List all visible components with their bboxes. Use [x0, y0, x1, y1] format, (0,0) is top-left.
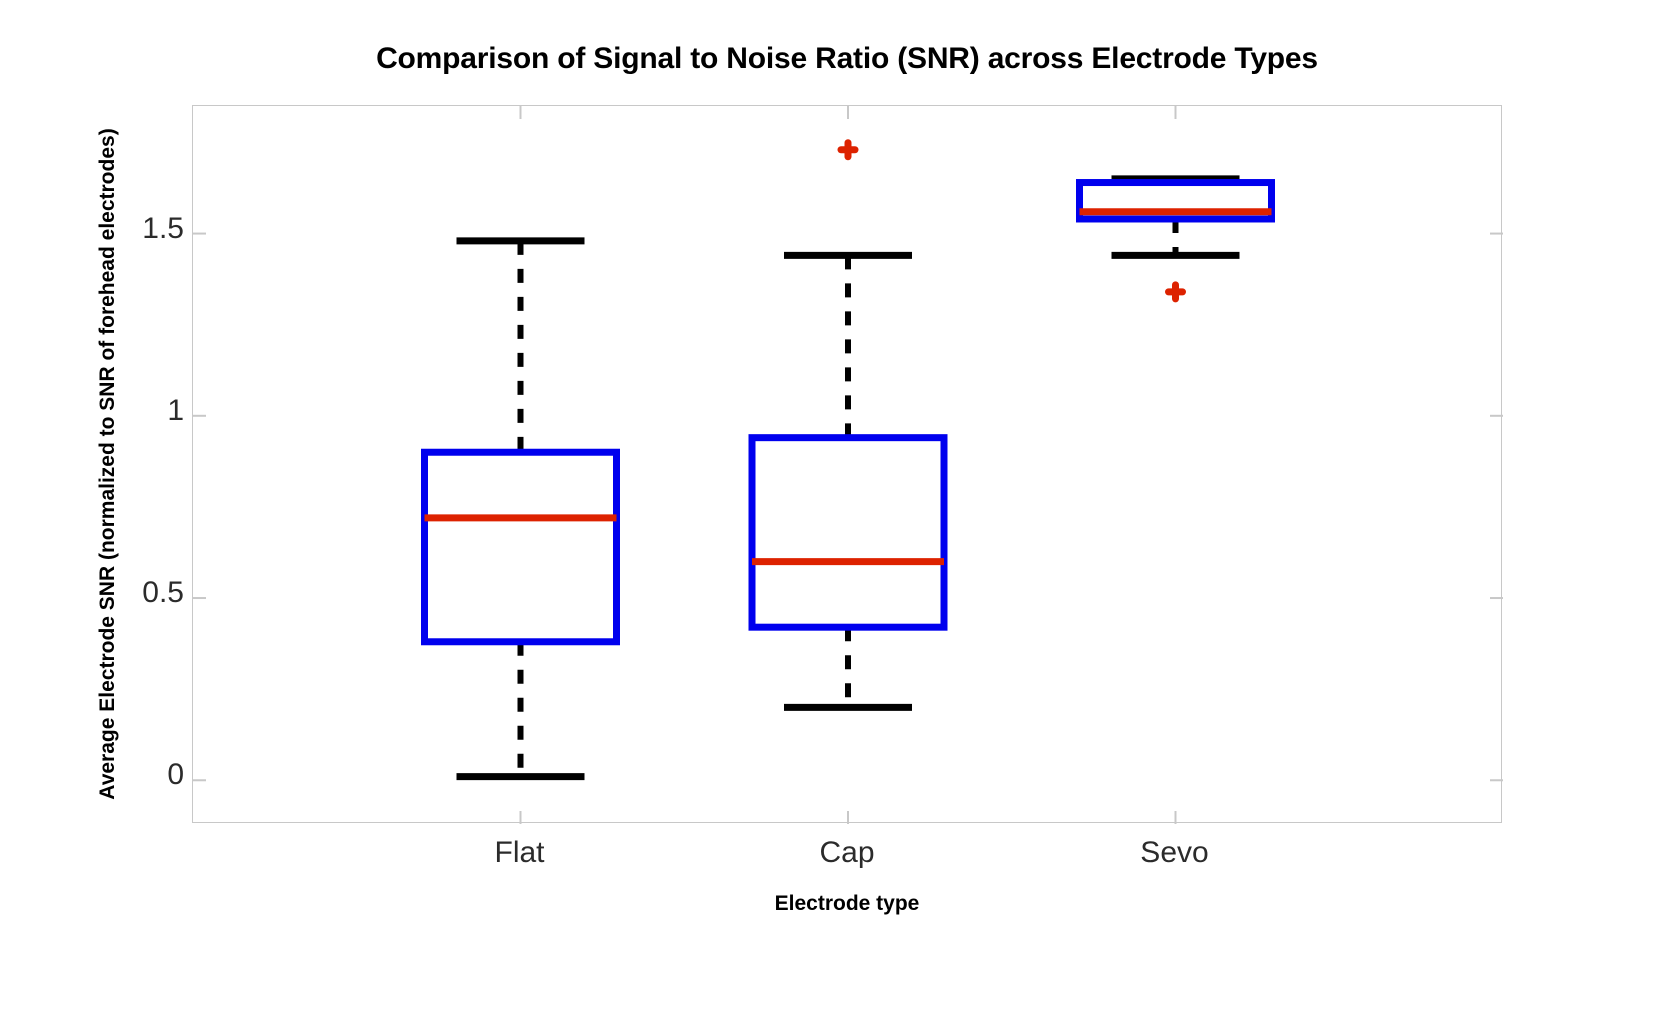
- box-group-cap: [748, 139, 948, 711]
- y-tick-label: 0.5: [142, 576, 184, 610]
- y-axis-tick-labels: 0 0.5 1 1.5: [96, 105, 184, 823]
- box-group-flat: [421, 237, 620, 781]
- x-axis-title: Electrode type: [774, 892, 920, 915]
- x-tick-label-cap: Cap: [819, 836, 875, 869]
- y-tick-label: 1: [167, 393, 184, 427]
- iqr-box: [748, 434, 948, 631]
- iqr-box: [1076, 179, 1275, 223]
- x-axis-tick-labels: Flat Cap Sevo: [192, 836, 1502, 884]
- boxplot-svg: [193, 106, 1503, 824]
- y-tick-label: 0: [167, 758, 184, 792]
- iqr-box: [421, 448, 620, 646]
- box-group-sevo: [1076, 175, 1275, 303]
- chart-title: Comparison of Signal to Noise Ratio (SNR…: [376, 42, 1318, 75]
- y-tick-label: 1.5: [142, 211, 184, 245]
- x-tick-label-sevo: Sevo: [1140, 836, 1209, 869]
- plot-area: [192, 105, 1503, 824]
- x-tick-label-flat: Flat: [494, 836, 545, 869]
